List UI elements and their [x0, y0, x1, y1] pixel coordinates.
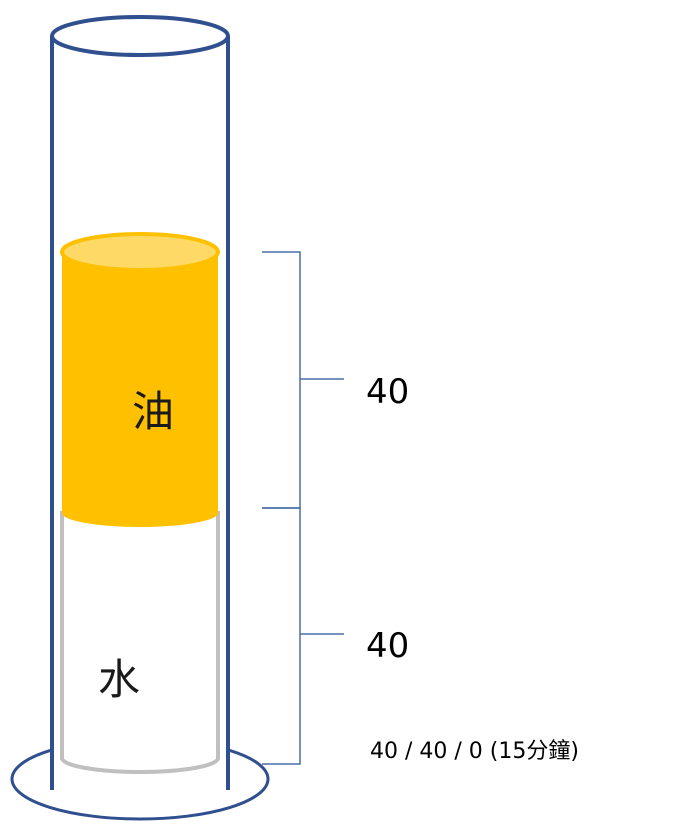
water-column [60, 511, 220, 774]
water-label: 水 [98, 655, 140, 704]
oil-column [62, 252, 218, 527]
oil-surface [60, 232, 220, 272]
water-layer: 水 [60, 511, 220, 774]
water-volume-label: 40 [366, 626, 409, 666]
result-caption: 40 / 40 / 0 (15分鐘) [370, 739, 579, 764]
oil-layer: 油 [60, 232, 220, 527]
water-bracket [262, 507, 344, 765]
oil-volume-label: 40 [366, 372, 409, 412]
cylinder-rim [50, 15, 230, 57]
oil-bracket [262, 251, 344, 509]
oil-label: 油 [132, 387, 174, 436]
